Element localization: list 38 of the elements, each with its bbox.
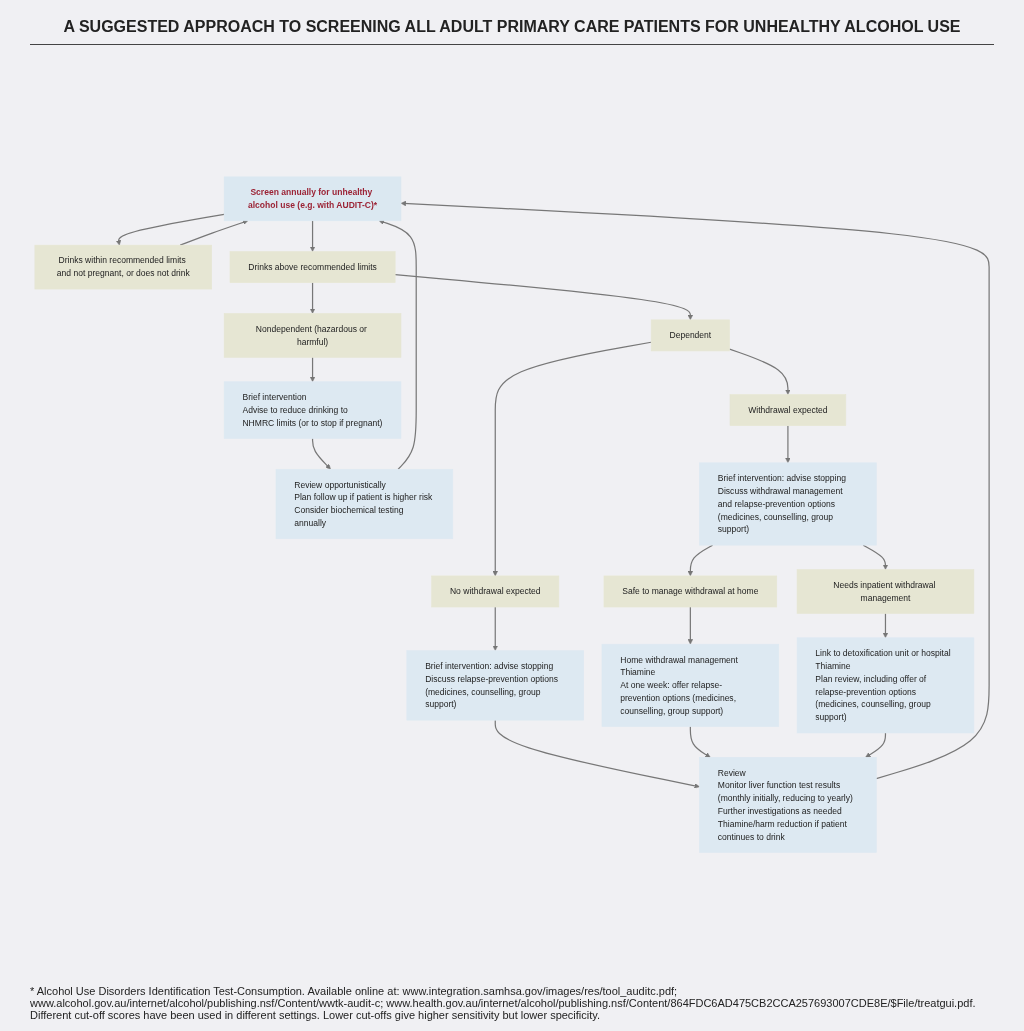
diagram-title: A SUGGESTED APPROACH TO SCREENING ALL ADULT PRIMARY CARE PATIENTS FOR UNHEALTHY ALCOHOL USE (30, 10, 994, 45)
arrow (378, 220, 417, 471)
node-box: Drinks within recommended limits and not pregnant, or does not drink (34, 245, 212, 290)
node-box: Brief intervention: advise stopping Discuss relapse-prevention options (medicines, counselling, group support) (406, 650, 584, 721)
arrow (689, 726, 711, 758)
arrow (492, 342, 652, 577)
node-box: Withdrawal expected (729, 394, 847, 427)
arrow (494, 719, 700, 789)
arrow (687, 606, 694, 645)
node-box: Review opportunistically Plan follow up if patient is higher risk Consider biochemical testing annually (275, 469, 454, 540)
footnote: * Alcohol Use Disorders Identification Test-Consumption. Available online at: www.integration.samhsa.gov/images/res/tool_auditc.pdf; www.alcohol.gov.au/internet/alcohol/publishing.nsf/Content/wwtk-audit-c; www.health.gov.au/internet/alcohol/publishing.nsf/Content/864FDC6AD475CB2CCA257693007CDE8E/$File/treatgui.pdf. Different cut-off scores have been used in different settings. Lower cut-offs give higher sensitivity but lower specificity. (30, 985, 977, 1021)
node-box: Drinks above recommended limits (229, 251, 396, 284)
node-box: Dependent (650, 319, 730, 352)
node-box: Link to detoxification unit or hospital Thiamine Plan review, including offer of relapse-prevention options (medicines, counselling, group support) (796, 637, 975, 734)
node-box: Brief intervention Advise to reduce drinking to NHMRC limits (or to stop if pregnant) (223, 381, 402, 440)
node-box: No withdrawal expected (431, 575, 560, 608)
arrow (309, 220, 316, 253)
arrow (785, 425, 791, 464)
node-box: Nondependent (hazardous or harmful) (223, 313, 402, 358)
arrow (179, 220, 249, 247)
arrow (309, 282, 316, 315)
node-box: Review Monitor liver function test results (monthly initially, reducing to yearly) Further investigations as needed Thiamine/harm reduction if patient continues to drink (699, 757, 877, 854)
node-box: Safe to manage withdrawal at home (603, 575, 778, 608)
arrow (862, 544, 889, 571)
arrow (492, 606, 498, 652)
node-box: Brief intervention: advise stopping Discuss withdrawal management and relapse-prevention options (medicines, counselling, group support) (699, 462, 877, 546)
node-box: Screen annually for unhealthy alcohol use (e.g. with AUDIT-C)* (223, 176, 402, 222)
arrow (311, 438, 331, 470)
arrow (865, 732, 887, 758)
arrow (882, 613, 889, 639)
node-box: Needs inpatient withdrawal management (796, 569, 975, 615)
arrow (115, 214, 225, 246)
arrow (394, 274, 694, 321)
arrow (309, 357, 316, 383)
arrow (728, 348, 791, 396)
arrow (400, 201, 990, 780)
arrow (687, 544, 714, 577)
node-box: Home withdrawal management Thiamine At one week: offer relapse-prevention options (medicines, counselling, group support) (601, 644, 780, 728)
